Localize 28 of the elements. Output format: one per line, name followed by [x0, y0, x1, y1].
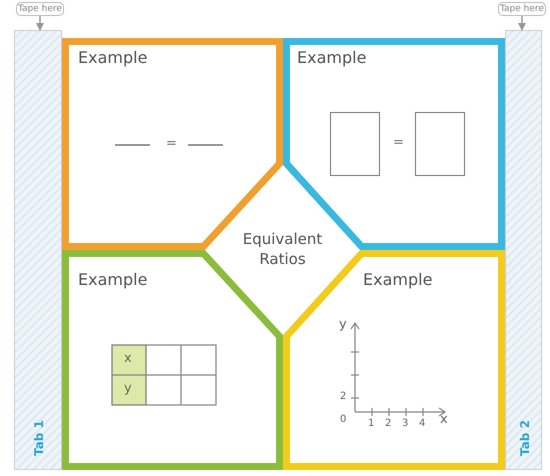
table-header: y: [124, 382, 132, 396]
tick-label: 3: [402, 418, 408, 429]
center-diamond: [205, 165, 360, 335]
arrow: [36, 16, 44, 31]
table-header: x: [124, 352, 132, 366]
tape-note: Tape here: [16, 2, 64, 16]
tick-label: 1: [368, 418, 374, 429]
tick-label: 4: [419, 418, 426, 429]
axis-label: x: [440, 413, 448, 427]
tab-label: Tab 2: [518, 419, 532, 457]
answer-box: [415, 112, 465, 176]
flap-heading: Example: [78, 48, 148, 67]
flap-heading: Example: [78, 270, 148, 289]
tape-note: Tape here: [498, 2, 546, 16]
axis-label: y: [339, 318, 347, 332]
arrow: [518, 16, 526, 31]
tab-label: Tab 1: [32, 419, 46, 457]
tab-strip: [14, 30, 62, 470]
tick-label: 0: [340, 414, 346, 425]
flap-heading: Example: [363, 270, 432, 289]
answer-box: [330, 112, 380, 176]
center-title: Equivalent Ratios: [242, 229, 324, 269]
tick-label: 2: [385, 418, 392, 429]
flap-heading: Example: [297, 48, 366, 67]
tab-strip: [505, 30, 542, 470]
equals-sign: =: [166, 137, 177, 151]
tick-label: 2: [340, 391, 346, 402]
equals-sign: =: [393, 136, 404, 150]
